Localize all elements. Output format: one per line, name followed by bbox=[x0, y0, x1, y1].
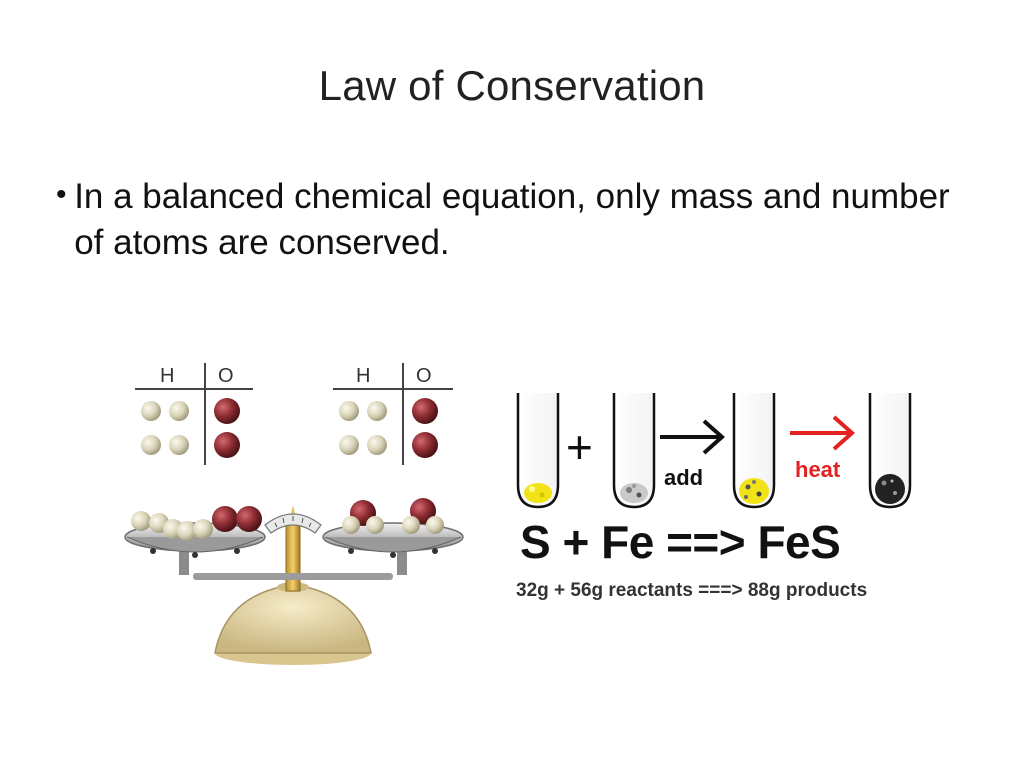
heat-arrow-icon bbox=[790, 415, 856, 451]
iron-tube bbox=[612, 393, 656, 509]
bullet-icon: • bbox=[56, 178, 67, 211]
balance-illustration: H O H O bbox=[115, 355, 475, 680]
mixture-tube bbox=[732, 393, 776, 509]
right-table-h-label: H bbox=[356, 365, 370, 387]
left-pan-atoms bbox=[131, 506, 262, 541]
bullet-list: • In a balanced chemical equation, only … bbox=[56, 174, 956, 266]
mass-equation: 32g + 56g reactants ===> 88g products bbox=[516, 580, 868, 601]
plus-sign: + bbox=[566, 421, 593, 473]
test-tubes-image: + bbox=[516, 393, 912, 509]
right-pan-molecules bbox=[342, 498, 444, 534]
balance-scale-image: H O H O bbox=[124, 363, 464, 665]
slide-title: Law of Conservation bbox=[318, 62, 706, 109]
bullet-text: In a balanced chemical equation, only ma… bbox=[74, 177, 950, 262]
heat-label: heat bbox=[795, 457, 841, 482]
product-tube bbox=[868, 393, 912, 509]
right-atom-table: H O bbox=[333, 363, 453, 465]
left-atom-table: H O bbox=[135, 363, 253, 465]
chemical-equation: S + Fe ==> FeS bbox=[520, 516, 841, 568]
left-table-h-label: H bbox=[160, 365, 174, 387]
add-label: add bbox=[664, 465, 704, 490]
add-arrow-icon bbox=[660, 419, 726, 455]
sulfur-tube bbox=[516, 393, 560, 509]
reaction-illustration: + bbox=[508, 385, 938, 601]
right-table-o-label: O bbox=[416, 365, 432, 387]
left-table-o-label: O bbox=[218, 365, 234, 387]
